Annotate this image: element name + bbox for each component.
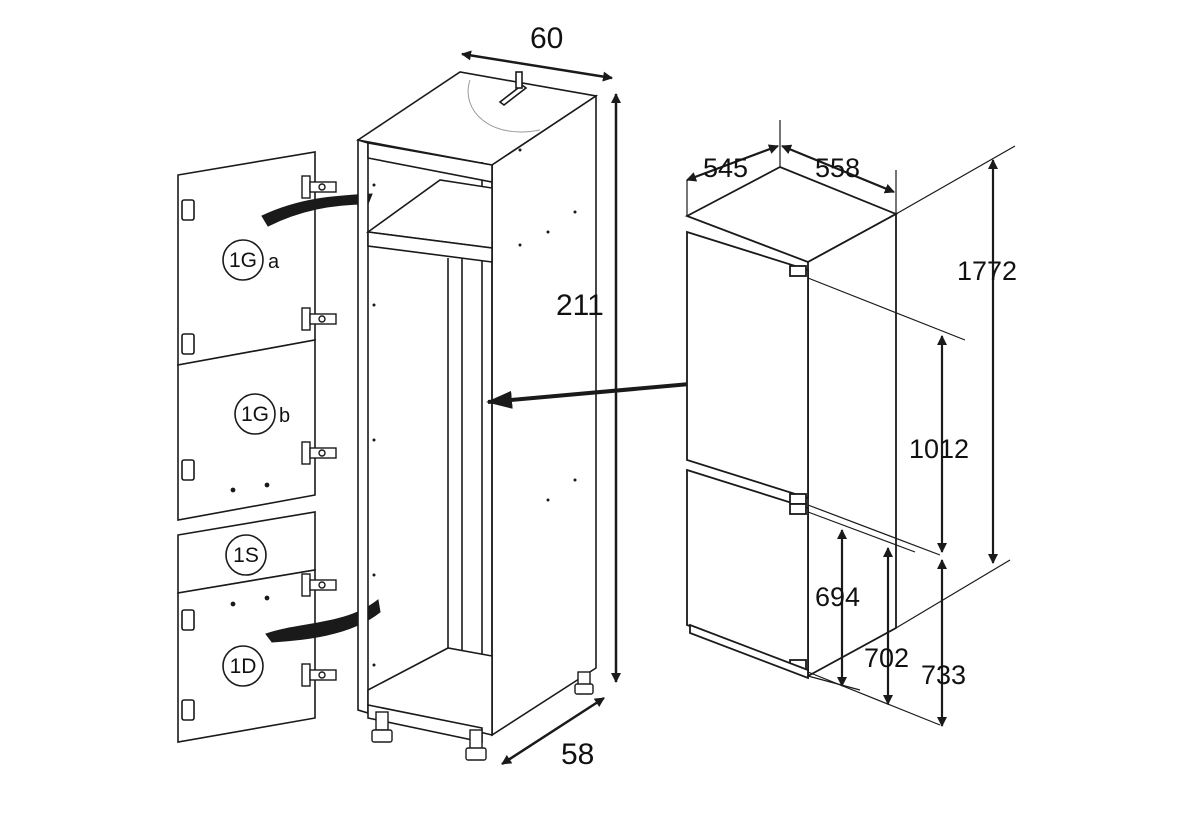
width-dim-arrow — [461, 50, 613, 82]
hinge-icon — [301, 307, 337, 331]
cabinet-width-value: 60 — [530, 22, 563, 55]
door-label-badge — [225, 534, 267, 576]
cabinet-height-value: 211 — [556, 289, 604, 322]
fridge-depth-value: 545 — [703, 153, 748, 183]
door-label-badge — [222, 645, 264, 687]
door-panels — [177, 151, 316, 743]
fridge-total-height-value: 1772 — [957, 256, 1017, 286]
fridge-extension-lines — [686, 120, 1016, 726]
curved-arrow-icon — [265, 599, 381, 643]
fridge-lower-b-value: 702 — [864, 643, 909, 673]
door-code-1d: 1D — [230, 655, 257, 678]
door-labels: 1G a 1G b 1S 1D — [229, 249, 290, 678]
fridge-dimension-values: 545 558 1772 1012 694 702 733 — [703, 153, 1017, 690]
fridge-depth-dim-arrow — [686, 144, 779, 182]
door-code-1s: 1S — [233, 544, 259, 567]
door-panel-1s — [177, 511, 316, 594]
hinge-icon — [301, 573, 337, 597]
fridge-lower-section-value: 733 — [921, 660, 966, 690]
fridge-lower-a-value: 694 — [815, 582, 860, 612]
door-code-1gb: 1G — [241, 403, 269, 426]
door-panel-1gb — [177, 339, 316, 521]
fridge-upper-door-value: 1012 — [909, 434, 969, 464]
door-label-badge — [222, 239, 264, 281]
depth-dim-arrow — [501, 696, 605, 766]
door-label-badge — [234, 393, 276, 435]
cabinet-dimension-values: 60 211 58 — [530, 22, 604, 771]
door-suffix-a: a — [268, 251, 280, 273]
hinges — [301, 175, 337, 687]
fridge-width-value: 558 — [815, 153, 860, 183]
fridge-width-dim-arrow — [781, 144, 895, 194]
cabinet-feet — [371, 671, 594, 761]
fridge — [684, 166, 899, 680]
door-suffix-b: b — [279, 405, 290, 427]
tall-cabinet — [355, 71, 599, 743]
fridge-dimension-lines — [686, 144, 998, 727]
hinge-icon — [301, 663, 337, 687]
hinge-icon — [301, 175, 337, 199]
cabinet-depth-value: 58 — [561, 738, 594, 771]
door-code-1ga: 1G — [229, 249, 257, 272]
cabinet-dimension-lines — [461, 50, 621, 766]
door-panel-1d — [177, 569, 316, 743]
hinge-icon — [301, 441, 337, 465]
